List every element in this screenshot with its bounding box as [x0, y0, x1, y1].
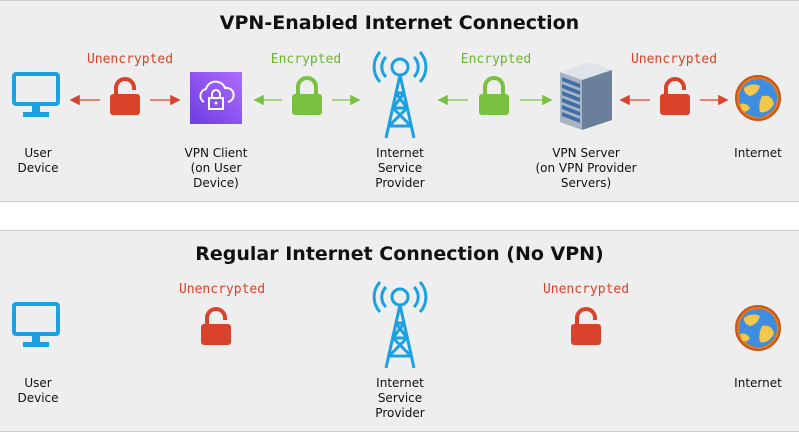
node-label-vpn-server: VPN Server (on VPN Provider Servers) — [535, 146, 637, 190]
node-label-vpn-client: VPN Client (on User Device) — [184, 146, 248, 190]
monitor-icon — [12, 302, 60, 347]
node-label-internet: Internet — [734, 146, 782, 160]
monitor-icon — [12, 72, 60, 117]
link-label-encrypted: Encrypted — [270, 52, 342, 67]
link-label-unencrypted: Unencrypted — [86, 52, 174, 67]
link-label-unencrypted: Unencrypted — [178, 282, 266, 297]
cell-tower-icon — [372, 50, 428, 139]
globe-icon — [735, 305, 781, 351]
node-label-user-device: User Device — [17, 146, 59, 175]
locked-padlock-icon — [479, 76, 509, 115]
unlocked-padlock-icon — [201, 307, 231, 345]
cell-tower-icon — [372, 280, 428, 369]
node-label-isp: Internet Service Provider — [375, 146, 425, 190]
node-label-user-device: User Device — [17, 376, 59, 405]
node-label-internet: Internet — [734, 376, 782, 390]
node-label-isp: Internet Service Provider — [375, 376, 425, 420]
no-vpn-panel-title: Regular Internet Connection (No VPN) — [195, 243, 604, 265]
unlocked-padlock-icon — [571, 307, 601, 345]
server-rack-icon — [560, 62, 612, 130]
vpn-client-icon — [190, 72, 242, 124]
unlocked-padlock-icon — [660, 77, 690, 115]
link-label-unencrypted: Unencrypted — [542, 282, 630, 297]
vpn-panel-title: VPN-Enabled Internet Connection — [219, 12, 580, 34]
locked-padlock-icon — [292, 76, 322, 115]
unlocked-padlock-icon — [110, 77, 140, 115]
link-label-encrypted: Encrypted — [460, 52, 532, 67]
link-label-unencrypted: Unencrypted — [630, 52, 718, 67]
globe-icon — [735, 75, 781, 121]
